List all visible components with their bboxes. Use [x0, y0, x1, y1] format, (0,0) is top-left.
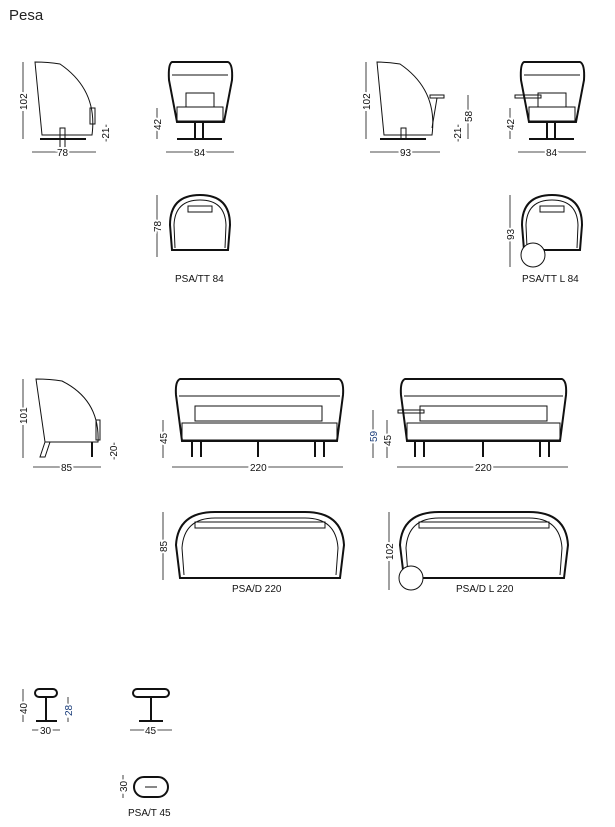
dim-width: 78: [57, 148, 69, 159]
armchair-table-side-view: [365, 61, 469, 153]
sofa-side-view: [22, 378, 101, 468]
sofa-front-view: [162, 378, 345, 468]
dim-depth: 85: [159, 540, 170, 552]
dim-seat-clearance: -21-: [453, 124, 464, 142]
dim-seat: 45: [159, 432, 170, 444]
model-code: PSA/D L 220: [456, 584, 514, 595]
model-code: PSA/T 45: [128, 808, 171, 819]
dim-height: 102: [19, 93, 30, 110]
armchair-table-top-view: [509, 193, 584, 268]
dim-depth: 30: [119, 780, 130, 792]
dim-front-width: 220: [250, 463, 267, 474]
dim-seat: 42: [153, 118, 164, 130]
armchair-side-view: [34, 61, 96, 151]
dim-stool-height: 40: [19, 702, 30, 714]
dim-depth: 102: [385, 543, 396, 560]
dim-front-width: 220: [475, 463, 492, 474]
dim-table-height: 58: [464, 110, 475, 122]
dim-width: 85: [61, 463, 73, 474]
dim-depth: 78: [153, 220, 164, 232]
armchair-table-front-view: [509, 61, 586, 153]
stool-side-view: [22, 688, 69, 731]
dim-depth: 93: [506, 228, 517, 240]
model-code: PSA/D 220: [232, 584, 282, 595]
armchair-front-view: [156, 61, 234, 153]
dim-width: 93: [400, 148, 412, 159]
dim-stool-width: 45: [145, 726, 157, 737]
sofa-table-top-view: [388, 511, 570, 591]
dim-stool-seat: 28: [64, 704, 75, 716]
dim-seat: 45: [383, 434, 394, 446]
dim-seat-clearance: -21-: [101, 124, 112, 142]
armchair-top-view: [156, 193, 232, 257]
dim-height: 102: [362, 93, 373, 110]
dim-height: 101: [19, 407, 30, 424]
dim-seat: 42: [506, 118, 517, 130]
dim-seat-clearance: -20-: [109, 442, 120, 460]
stool-front-view: [130, 688, 172, 731]
model-code: PSA/TT L 84: [522, 274, 579, 285]
sofa-top-view: [162, 511, 346, 580]
dim-front-width: 84: [194, 148, 206, 159]
stool-top-view: [122, 775, 169, 798]
dimension-lines: [22, 62, 96, 153]
dim-front-width: 84: [546, 148, 558, 159]
model-code: PSA/TT 84: [175, 274, 224, 285]
dim-stool-width-small: 30: [40, 726, 52, 737]
dim-table-height: 59: [369, 430, 380, 442]
sofa-table-front-view: [372, 378, 568, 468]
page-title: Pesa: [9, 7, 44, 24]
